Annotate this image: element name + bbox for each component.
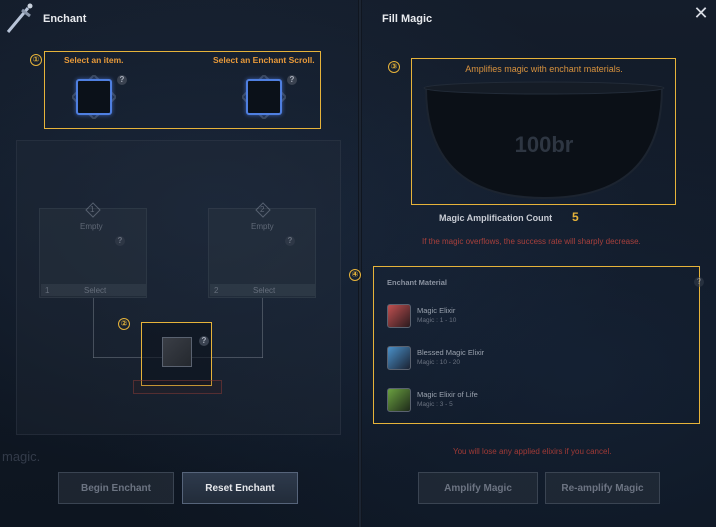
card-2-select: Select (253, 286, 276, 295)
card-2-select-number: 2 (214, 286, 219, 295)
card-1-diamond-icon (85, 202, 101, 218)
material-magic-range: Magic : 10 - 20 (417, 359, 460, 366)
card-2-number: 2 (260, 205, 265, 214)
result-label-bar (133, 380, 222, 394)
card-1-select-bar (41, 284, 146, 296)
materials-highlight (373, 266, 700, 424)
select-item-label: Select an item. (64, 55, 124, 65)
elixir-icon (387, 304, 411, 328)
card-1-select: Select (84, 286, 107, 295)
materials-header: Enchant Material (387, 278, 448, 287)
background-text: magic. (2, 449, 41, 464)
card-2-diamond-icon (255, 202, 271, 218)
reamplify-magic-button[interactable]: Re-amplify Magic (545, 472, 660, 504)
overflow-warning: If the magic overflows, the success rate… (422, 237, 641, 246)
material-row[interactable]: Blessed Magic Elixir Magic : 10 - 20 (387, 346, 687, 372)
bowl-value: 100br (514, 132, 574, 157)
bowl-graphic (423, 81, 665, 200)
magic-bowl: Amplifies magic with enchant materials. … (412, 58, 676, 204)
annotation-1: ① (30, 54, 42, 66)
material-row[interactable]: Magic Elixir of Life Magic : 3 - 5 (387, 388, 687, 414)
annotation-2: ② (118, 318, 130, 330)
bowl-highlight (411, 58, 676, 205)
fusion-card-1 (39, 208, 147, 298)
card-2-help-icon: ? (285, 236, 295, 246)
scroll-slot[interactable] (246, 79, 282, 115)
card-1-number: 1 (90, 205, 95, 214)
material-row[interactable]: Magic Elixir Magic : 1 - 10 (387, 304, 687, 330)
annotation-3: ③ (388, 61, 400, 73)
close-icon[interactable]: ✕ (693, 3, 709, 23)
material-magic-range: Magic : 3 - 5 (417, 401, 453, 408)
material-magic-range: Magic : 1 - 10 (417, 317, 457, 324)
result-slot[interactable] (162, 337, 192, 367)
materials-panel: Enchant Material Magic Elixir Magic : 1 … (373, 266, 700, 424)
dagger-icon (6, 3, 33, 33)
blessed-elixir-icon (387, 346, 411, 370)
bowl-caption: Amplifies magic with enchant materials. (465, 64, 623, 74)
card-1-select-number: 1 (45, 286, 50, 295)
scroll-help-icon[interactable]: ? (287, 75, 297, 85)
result-help-icon[interactable]: ? (199, 336, 209, 346)
amplify-magic-button[interactable]: Amplify Magic (418, 472, 538, 504)
connector-right (262, 298, 263, 358)
reset-enchant-button[interactable]: Reset Enchant (182, 472, 298, 504)
card-2-select-bar (210, 284, 315, 296)
item-select-highlight (44, 51, 321, 129)
material-name: Blessed Magic Elixir (417, 348, 485, 357)
begin-enchant-button[interactable]: Begin Enchant (58, 472, 174, 504)
card-1-help-icon: ? (115, 236, 125, 246)
material-name: Magic Elixir of Life (417, 390, 478, 399)
amp-count-label: Magic Amplification Count (439, 213, 553, 223)
annotation-4: ④ (349, 269, 361, 281)
select-scroll-label: Select an Enchant Scroll. (213, 55, 315, 65)
panel-divider (358, 0, 362, 527)
enchant-title: Enchant (43, 13, 87, 25)
item-slot[interactable] (76, 79, 112, 115)
fusion-card-2 (208, 208, 316, 298)
amp-count-value: 5 (572, 210, 579, 224)
card-2-empty: Empty (251, 222, 274, 231)
cancel-warning: You will lose any applied elixirs if you… (453, 447, 612, 456)
card-1-empty: Empty (80, 222, 103, 231)
materials-help-icon[interactable]: ? (694, 277, 704, 287)
connector-left (93, 298, 94, 358)
fill-magic-title: Fill Magic (382, 13, 433, 25)
life-elixir-icon (387, 388, 411, 412)
item-help-icon[interactable]: ? (117, 75, 127, 85)
material-name: Magic Elixir (417, 306, 456, 315)
